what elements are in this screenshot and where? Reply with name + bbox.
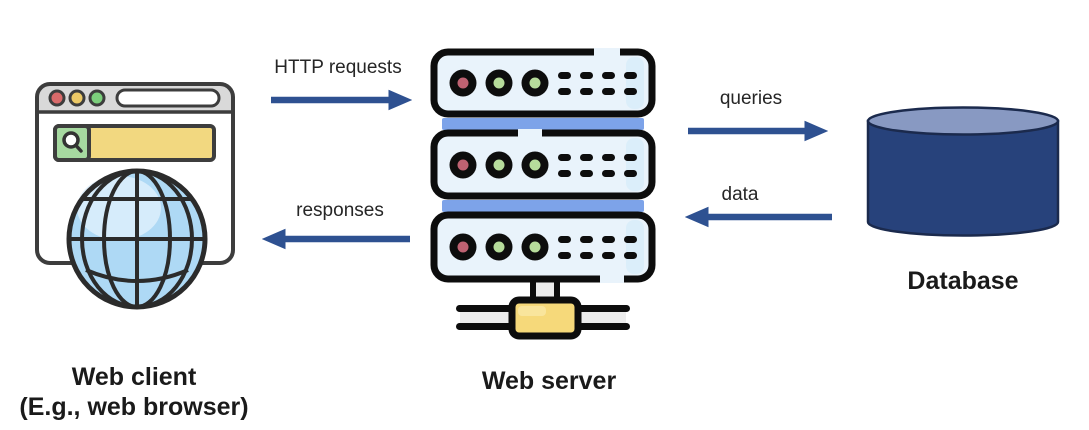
browser-dot-yellow-icon xyxy=(68,89,86,107)
browser-dot-red-icon xyxy=(48,89,66,107)
server-spacer-bar xyxy=(442,200,644,212)
queries-arrow xyxy=(688,120,828,142)
http-requests-label: HTTP requests xyxy=(274,57,402,78)
web-server-label: Web server xyxy=(481,367,617,395)
database-cylinder-icon xyxy=(866,106,1060,237)
server-vents-unit-3 xyxy=(558,236,637,259)
server-leds-unit-2 xyxy=(449,151,637,179)
web-server-rack-icon xyxy=(430,48,656,340)
browser-dot-green-icon xyxy=(88,89,106,107)
web-client-browser-icon xyxy=(35,82,235,310)
server-leds-unit-3 xyxy=(449,233,637,261)
network-cables xyxy=(456,305,630,330)
network-switch-icon xyxy=(508,296,582,340)
search-magnifier-icon xyxy=(62,131,80,149)
server-spacer-bar xyxy=(442,118,644,130)
http-requests-arrow xyxy=(271,89,412,111)
web-client-label-line2: (E.g., web browser) xyxy=(19,393,249,421)
web-client-label-line1: Web client xyxy=(71,363,197,391)
server-vents-unit-2 xyxy=(558,154,637,177)
browser-address-bar xyxy=(115,88,221,108)
database-top xyxy=(866,106,1060,136)
responses-arrow xyxy=(262,228,410,250)
web-client-label: Web client (E.g., web browser) xyxy=(19,362,248,422)
data-arrow xyxy=(685,206,832,228)
server-leds-unit-1 xyxy=(449,69,637,97)
data-label: data xyxy=(721,184,759,205)
database-body xyxy=(866,119,1060,237)
responses-label: responses xyxy=(296,200,384,221)
server-vents-unit-1 xyxy=(558,72,637,95)
globe-icon xyxy=(66,168,208,310)
database-label: Database xyxy=(907,267,1019,295)
queries-label: queries xyxy=(719,88,783,109)
